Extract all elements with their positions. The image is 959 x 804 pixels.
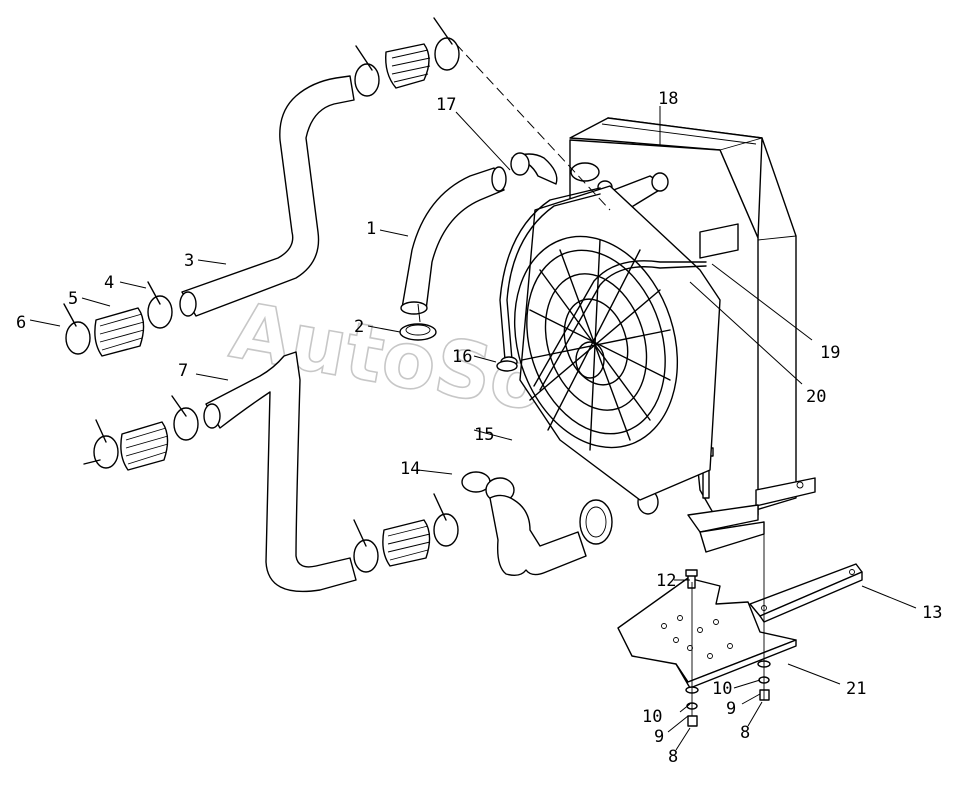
callout-13: 13 <box>922 603 942 623</box>
callout-12: 12 <box>656 571 676 591</box>
lower-elbow-pipe <box>461 471 613 577</box>
callout-18: 18 <box>658 89 678 109</box>
callout-8a: 8 <box>668 747 678 767</box>
callout-21: 21 <box>846 679 866 699</box>
hose-7 <box>205 351 357 593</box>
clamp-2 <box>399 323 437 341</box>
callout-labels: 1 2 3 4 5 6 7 8 8 9 9 10 10 12 13 14 15 … <box>16 89 942 767</box>
vent-hose <box>499 187 601 361</box>
callout-10b: 10 <box>712 679 732 699</box>
callout-1: 1 <box>366 219 376 239</box>
overflow-pipe <box>539 265 707 391</box>
callout-19: 19 <box>820 343 840 363</box>
callout-14: 14 <box>400 459 420 479</box>
callout-9a: 9 <box>654 727 664 747</box>
callout-20: 20 <box>806 387 826 407</box>
callout-8b: 8 <box>740 723 750 743</box>
callout-2: 2 <box>354 317 364 337</box>
coupler-top <box>354 17 460 97</box>
callout-10a: 10 <box>642 707 662 727</box>
callout-3: 3 <box>184 251 194 271</box>
hose-1 <box>401 167 505 311</box>
hose-3 <box>181 75 355 317</box>
mounting-plate <box>617 563 863 689</box>
callout-6: 6 <box>16 313 26 333</box>
callout-17: 17 <box>436 95 456 115</box>
callout-16: 16 <box>452 347 472 367</box>
clamp-16 <box>496 360 518 372</box>
coupler-left-upper <box>63 281 173 357</box>
callout-15: 15 <box>474 425 494 445</box>
callout-9b: 9 <box>726 699 736 719</box>
leader-lines <box>29 106 917 751</box>
callout-4: 4 <box>104 273 114 293</box>
callout-7: 7 <box>178 361 188 381</box>
coupler-lower <box>353 493 459 573</box>
coupler-left-middle <box>83 395 199 471</box>
callout-5: 5 <box>68 289 78 309</box>
